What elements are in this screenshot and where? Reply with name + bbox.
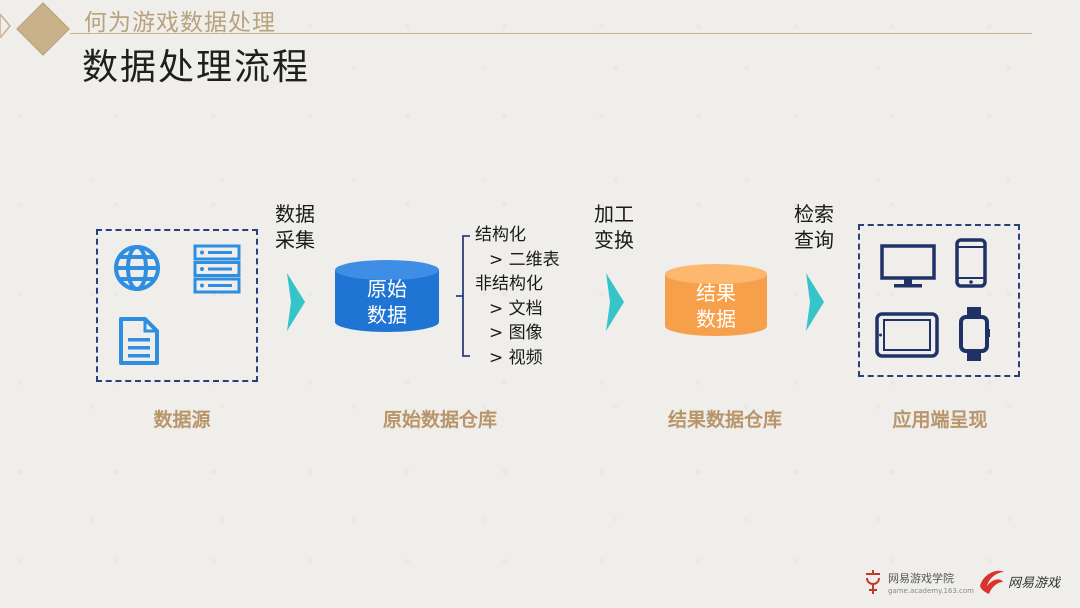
result-cylinder-line2: 数据 <box>696 307 736 331</box>
step-collect-line1: 数据 <box>275 202 315 226</box>
app-devices-box <box>858 224 1020 377</box>
document-icon <box>119 317 159 365</box>
raw-cylinder-line2: 数据 <box>367 303 407 327</box>
raw-cylinder-line1: 原始 <box>367 277 407 301</box>
list-item-unstructured: 非结构化 <box>475 274 543 294</box>
list-item-image: > 图像 <box>489 323 543 343</box>
stage-label-result-warehouse: 结果数据仓库 <box>667 409 782 431</box>
phone-icon <box>955 238 987 288</box>
step-query-line1: 检索 <box>794 202 834 226</box>
step-collect-line2: 采集 <box>275 228 315 252</box>
step-process-line2: 变换 <box>594 228 634 252</box>
step-query-label: 检索 查询 <box>794 201 834 253</box>
arrow-right-icon <box>606 273 624 331</box>
list-item-video: > 视频 <box>489 347 543 368</box>
netease-games-logo-icon <box>980 570 1004 594</box>
server-icon <box>193 244 241 294</box>
header-divider <box>70 33 1032 34</box>
footer-academy-url: game.academy.163.com <box>888 587 974 595</box>
tablet-icon <box>875 312 939 358</box>
data-type-list: 结构化 > 二维表 非结构化 > 文档 > 图像 > 视频 <box>475 223 560 370</box>
smartwatch-icon <box>959 307 990 361</box>
footer-academy-name: 网易游戏学院 <box>888 572 954 585</box>
page-title: 数据处理流程 <box>82 47 311 88</box>
step-process-label: 加工 变换 <box>594 201 634 253</box>
step-collect-label: 数据 采集 <box>275 201 315 253</box>
list-item-structured: 结构化 <box>475 225 526 245</box>
data-source-box <box>96 229 258 382</box>
section-subtitle: 何为游戏数据处理 <box>84 10 276 36</box>
stage-label-data-source: 数据源 <box>153 409 211 431</box>
result-data-cylinder: 结果 数据 <box>665 264 767 336</box>
bracket-icon <box>456 235 470 357</box>
stage-label-app-presentation: 应用端呈现 <box>892 409 988 431</box>
result-cylinder-line1: 结果 <box>696 281 736 305</box>
list-item-table: > 二维表 <box>489 249 560 270</box>
arrow-right-icon <box>287 273 305 331</box>
step-query-line2: 查询 <box>794 228 834 252</box>
list-item-document: > 文档 <box>489 298 543 319</box>
footer-brand-name: 网易游戏 <box>1008 576 1061 591</box>
academy-logo-icon <box>866 570 880 594</box>
raw-data-cylinder: 原始 数据 <box>335 260 439 332</box>
stage-label-raw-warehouse: 原始数据仓库 <box>382 409 497 431</box>
decor-triangle <box>0 14 11 38</box>
header-diamond-decor <box>16 2 70 56</box>
arrow-right-icon <box>806 273 824 331</box>
globe-icon <box>114 245 160 291</box>
monitor-icon <box>880 244 936 288</box>
step-process-line1: 加工 <box>594 202 634 226</box>
